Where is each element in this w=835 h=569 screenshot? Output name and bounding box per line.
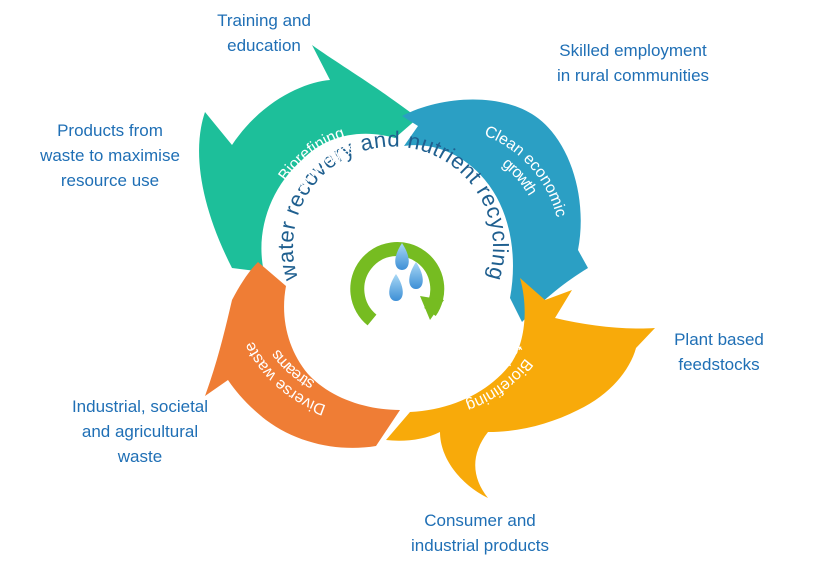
label-products-from-waste: Products from waste to maximise resource… [40, 121, 180, 190]
water-drop-icon [409, 262, 423, 289]
segment-biorefining-bottom [386, 278, 655, 498]
water-drop-icon [395, 243, 409, 270]
label-training-education: Training and education [217, 11, 311, 55]
water-drop-icon [389, 274, 403, 301]
label-skilled-employment: Skilled employment in rural communities [556, 41, 710, 85]
segment-clean-growth [402, 99, 588, 322]
segment-biorefining-top [199, 45, 418, 272]
recycle-arrow-icon [350, 242, 445, 326]
segment-diverse-waste [205, 262, 400, 448]
label-consumer-products: Consumer and industrial products [411, 511, 549, 555]
label-industrial-waste: Industrial, societal and agricultural wa… [71, 397, 209, 466]
label-plant-based-feedstocks: Plant based feedstocks [674, 330, 764, 374]
